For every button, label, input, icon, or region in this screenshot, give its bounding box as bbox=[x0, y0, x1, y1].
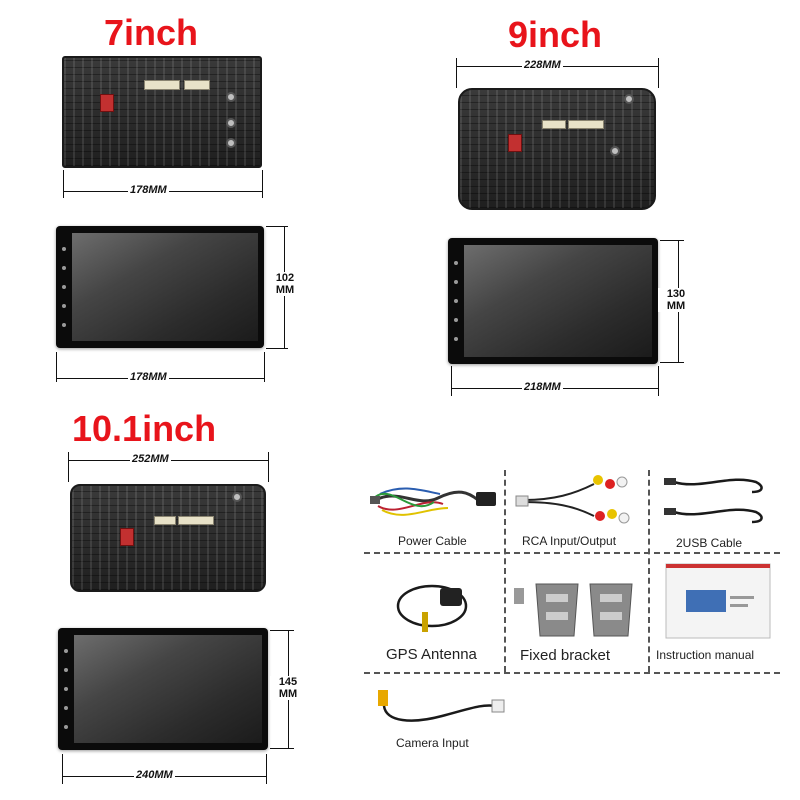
accessory-label-power-cable: Power Cable bbox=[398, 534, 467, 548]
accessory-label-manual: Instruction manual bbox=[656, 648, 755, 662]
title-7inch: 7inch bbox=[104, 12, 199, 53]
dim-10inch-screen-height: 145 MM bbox=[270, 676, 306, 700]
dim-7inch-screen-width: 178MM bbox=[128, 371, 169, 383]
accessory-label-bracket: Fixed bracket bbox=[520, 647, 611, 664]
unit-7inch-back bbox=[62, 56, 262, 168]
dim-10inch-screen-width: 240MM bbox=[134, 769, 175, 781]
dim-9inch-screen-height: 130 MM bbox=[658, 288, 694, 312]
dim-9inch-back-width: 228MM bbox=[522, 59, 563, 71]
dim-9inch-screen-width: 218MM bbox=[522, 381, 563, 393]
accessory-divider-left bbox=[504, 470, 506, 672]
gps-antenna-icon bbox=[388, 578, 484, 636]
accessory-label-rca: RCA Input/Output bbox=[522, 534, 617, 548]
bracket-icon bbox=[512, 580, 644, 640]
camera-cable-icon bbox=[372, 684, 508, 732]
accessory-divider-bottom bbox=[364, 672, 780, 674]
accessory-label-camera: Camera Input bbox=[396, 736, 469, 750]
accessory-divider-top bbox=[364, 552, 780, 554]
unit-9inch-screen bbox=[448, 238, 658, 364]
title-9inch: 9inch bbox=[508, 14, 603, 55]
title-10inch: 10.1inch bbox=[72, 408, 217, 449]
unit-9inch-back bbox=[458, 88, 656, 210]
rca-cable-icon bbox=[514, 470, 640, 530]
usb-cable-icon bbox=[660, 470, 776, 532]
manual-icon bbox=[664, 562, 772, 640]
unit-10inch-screen bbox=[58, 628, 268, 750]
accessory-label-gps: GPS Antenna bbox=[386, 646, 477, 663]
dim-7inch-screen-height: 102 MM bbox=[270, 272, 300, 296]
dim-10inch-back-width: 252MM bbox=[130, 453, 171, 465]
power-cable-icon bbox=[368, 478, 500, 528]
unit-7inch-screen bbox=[56, 226, 264, 348]
accessory-label-usb: 2USB Cable bbox=[676, 536, 743, 550]
unit-10inch-back bbox=[70, 484, 266, 592]
dim-7inch-back-width: 178MM bbox=[128, 184, 169, 196]
accessory-divider-right bbox=[648, 470, 650, 672]
